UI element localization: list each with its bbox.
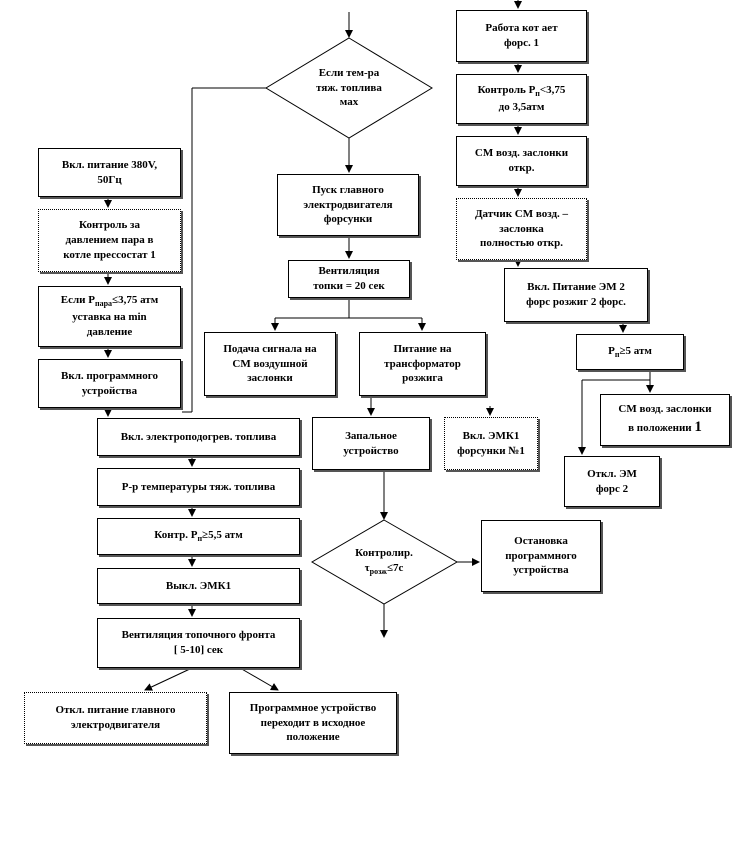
decision-time-label: Контролир. [355, 547, 413, 560]
pressure-55-label: Контр. Р [154, 529, 198, 541]
program-on-box: Вкл. программного устройства [38, 359, 181, 408]
control-p-box: Контроль Рп<3,75 до 3,5атм [456, 74, 587, 124]
if-p-rest: ≤3,75 атм уставка на min давление [72, 294, 159, 338]
ignition-box: Запальное устройство [312, 417, 430, 470]
pressure-55-box: Контр. Рп≥5,5 атм [97, 518, 300, 555]
decision-ignition-time: Контролир.τрозж≤7с [330, 540, 438, 584]
decision-time-symbol: τ [364, 561, 370, 574]
cm-position-label: СМ возд. заслонки в положении [618, 403, 712, 435]
em-off-box: Откл. ЭМ форс 2 [564, 456, 660, 507]
power-380-box: Вкл. питание 380V, 50Гц [38, 148, 181, 197]
decision-time-subscript: розж [369, 567, 387, 577]
signal-cm-box: Подача сигнала на СМ воздушной заслонки [204, 332, 336, 396]
pressure-55-value: ≥5,5 атм [202, 529, 243, 541]
cm-position-box: СМ возд. заслонки в положении 1 [600, 394, 730, 446]
decision-time-limit: ≤7с [386, 561, 404, 574]
start-motor-box: Пуск главного электродвигателя форсунки [277, 174, 419, 236]
stop-program-box: Остановка программного устройства [481, 520, 601, 592]
control-p-label: Контроль Р [477, 84, 536, 97]
temp-regulator-box: Р-р температуры тяж. топлива [97, 468, 300, 506]
emk1-off-box: Выкл. ЭМК1 [97, 568, 300, 604]
control-p-value: <3,75 до 3,5атм [498, 84, 566, 114]
p5-label: Р [608, 344, 615, 357]
p5-value: ≥5 атм [619, 344, 652, 357]
p5-subscript: п [614, 349, 620, 359]
pressure-55-subscript: п [197, 534, 203, 544]
transformer-box: Питание на трансформатор розжига [359, 332, 486, 396]
front-ventilation-box: Вентиляция топочного фронта [ 5-10] сек [97, 618, 300, 668]
ventilation-box: Вентиляция топки = 20 сек [288, 260, 410, 298]
pressure-control-box: Контроль за давлением пара в котле пресс… [38, 209, 181, 272]
if-p-subscript: пара [94, 299, 113, 309]
motor-off-box: Откл. питание главного электродвигателя [24, 692, 207, 744]
em2-on-box: Вкл. Питание ЭМ 2 форс розжиг 2 форс. [504, 268, 648, 322]
boiler-work-box: Работа кот ает форс. 1 [456, 10, 587, 62]
cm-open-box: СМ возд. заслонки откр. [456, 136, 587, 186]
emk1-nozzle-box: Вкл. ЭМК1 форсунки №1 [444, 417, 538, 470]
decision-temperature: Если тем-ра тяж. топлива мах [316, 66, 382, 109]
if-p-label: Если Р [60, 294, 95, 307]
pressure-setpoint-box: Если Рпара≤3,75 атм уставка на min давле… [38, 286, 181, 347]
control-p-subscript: п [535, 89, 540, 99]
heater-on-box: Вкл. электроподогрев. топлива [97, 418, 300, 456]
program-reset-box: Программное устройство переходит в исход… [229, 692, 397, 754]
cm-position-number: 1 [694, 419, 702, 436]
p5-box: Рп≥5 атм [576, 334, 684, 370]
sensor-cm-box: Датчик СМ возд. – заслонка полностью отк… [456, 198, 587, 260]
